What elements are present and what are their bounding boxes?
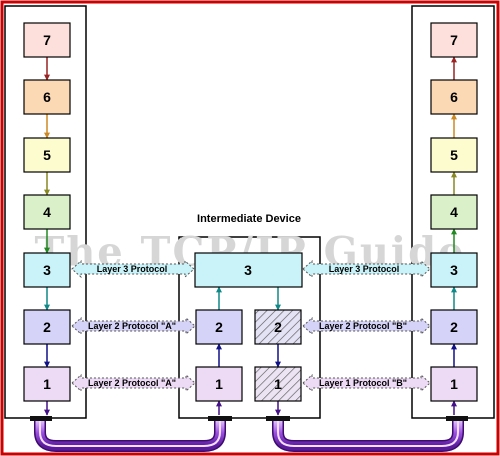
- left-layer-3-label: 3: [43, 262, 51, 278]
- connector-right-host: [446, 416, 468, 421]
- right-layer-3-label: 3: [450, 262, 458, 278]
- right-layer-6-label: 6: [450, 89, 458, 105]
- left-layer-3-box: [23, 252, 71, 288]
- left-layer-5-label: 5: [43, 147, 51, 163]
- protocol-labels: Layer 3 Protocol Layer 3 Protocol Layer …: [88, 264, 407, 388]
- connector-left-host: [30, 416, 52, 421]
- flow-arrows: [44, 56, 457, 416]
- cable-right: [272, 420, 464, 452]
- intermediate-left-layer-1-box: [195, 366, 243, 402]
- right-layer-5-label: 5: [450, 147, 458, 163]
- right-stack-labels: 7 6 5 4 3 2 1: [450, 32, 458, 392]
- protocol-right-l1-label: Layer 1 Protocol "B": [319, 378, 407, 388]
- intermediate-device-title: Intermediate Device: [197, 213, 301, 225]
- intermediate-right-layer-1-box: [254, 366, 302, 402]
- protocol-left-l3-arrow: [71, 259, 195, 279]
- intermediate-right-layer-2-label: 2: [274, 319, 282, 335]
- intermediate-layer-3-label: 3: [244, 262, 252, 278]
- right-layer-7-label: 7: [450, 32, 458, 48]
- right-layer-4-box: [430, 194, 478, 230]
- left-layer-6-box: [23, 79, 71, 115]
- protocol-right-l2-label: Layer 2 Protocol "B": [319, 321, 407, 331]
- right-layer-1-label: 1: [450, 376, 458, 392]
- protocol-right-l3-label: Layer 3 Protocol: [329, 264, 400, 274]
- protocol-right-l3-arrow: [302, 259, 431, 279]
- left-layer-7-label: 7: [43, 32, 51, 48]
- layer-boxes: [23, 22, 478, 402]
- right-layer-5-box: [430, 137, 478, 173]
- connector-intermediate-right: [266, 416, 290, 421]
- protocol-right-l2-arrow: [302, 316, 431, 336]
- left-layer-1-label: 1: [43, 376, 51, 392]
- left-layer-6-label: 6: [43, 89, 51, 105]
- right-layer-3-box: [430, 252, 478, 288]
- connector-intermediate-left: [208, 416, 232, 421]
- protocol-left-l3-label: Layer 3 Protocol: [97, 264, 168, 274]
- right-layer-2-label: 2: [450, 319, 458, 335]
- left-layer-1-box: [23, 366, 71, 402]
- left-layer-4-box: [23, 194, 71, 230]
- cable-left: [34, 420, 226, 452]
- right-layer-6-box: [430, 79, 478, 115]
- intermediate-layer-3-box: [194, 252, 303, 288]
- left-layer-2-label: 2: [43, 319, 51, 335]
- intermediate-right-layer-1-label: 1: [274, 376, 282, 392]
- protocol-left-l2-arrow: [71, 316, 196, 336]
- left-layer-2-box: [23, 309, 71, 345]
- right-layer-1-box: [430, 366, 478, 402]
- intermediate-labels: 3 2 1 2 1: [215, 262, 282, 392]
- protocol-left-l1-label: Layer 2 Protocol "A": [88, 378, 176, 388]
- intermediate-left-layer-1-label: 1: [215, 376, 223, 392]
- intermediate-right-layer-2-box: [254, 309, 302, 345]
- intermediate-left-layer-2-label: 2: [215, 319, 223, 335]
- intermediate-left-layer-2-box: [195, 309, 243, 345]
- left-layer-4-label: 4: [43, 204, 51, 220]
- protocol-left-l1-arrow: [71, 373, 196, 393]
- right-layer-4-label: 4: [450, 204, 458, 220]
- protocol-arrows: [71, 259, 431, 393]
- right-layer-2-box: [430, 309, 478, 345]
- protocol-left-l2-label: Layer 2 Protocol "A": [88, 321, 176, 331]
- right-layer-7-box: [430, 22, 478, 58]
- left-stack-labels: 7 6 5 4 3 2 1: [43, 32, 51, 392]
- left-layer-5-box: [23, 137, 71, 173]
- left-layer-7-box: [23, 22, 71, 58]
- protocol-right-l1-arrow: [302, 373, 431, 393]
